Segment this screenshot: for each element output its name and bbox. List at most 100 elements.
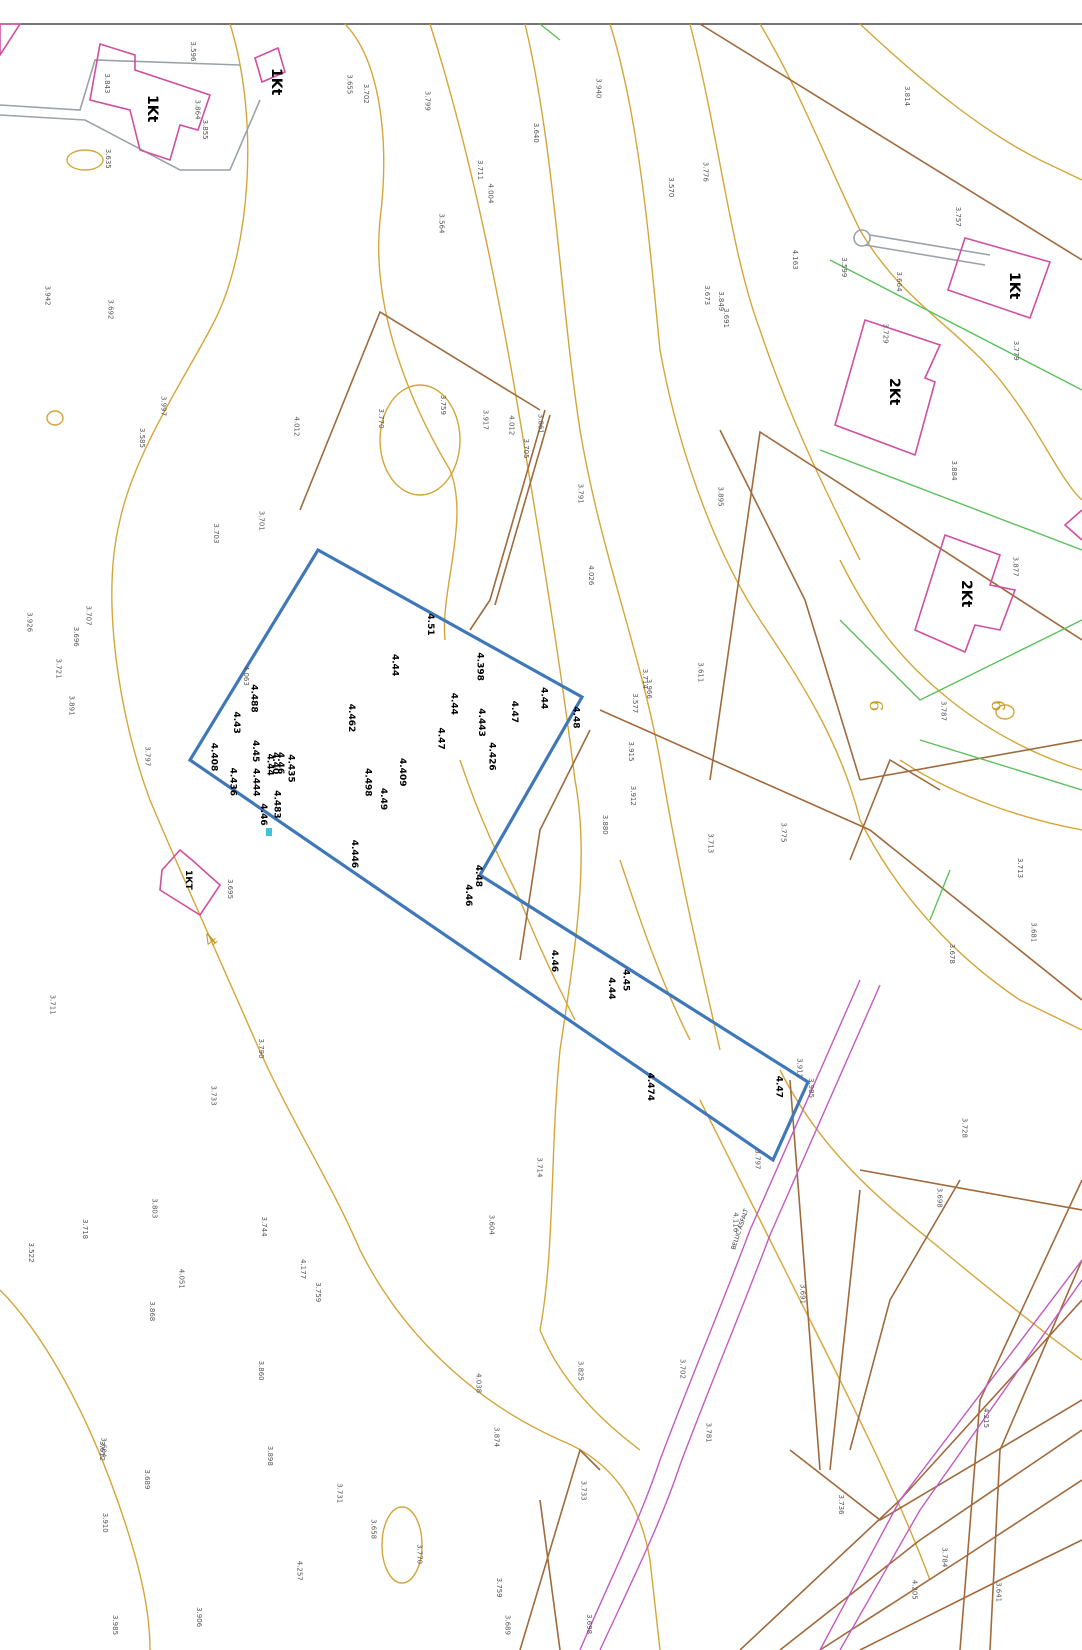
boundary-line (519, 1448, 601, 1650)
spot-height: 3.695 (226, 879, 234, 899)
spot-height: 3.585 (138, 428, 146, 448)
spot-height: 3.898 (266, 1446, 274, 1466)
fence-post (853, 229, 871, 247)
spot-height: 4.45 (621, 969, 631, 991)
green-lines (539, 23, 1082, 921)
contour-line (899, 759, 1082, 831)
spot-height: 4.49 (378, 788, 388, 810)
building-outline (946, 237, 1052, 320)
contour-lines (0, 23, 1082, 1650)
contour-line (859, 819, 1082, 1031)
building-outline (1063, 509, 1082, 541)
contour-line (619, 859, 691, 1041)
boundary-line (789, 1399, 1082, 1521)
spot-height: 4.44 (539, 687, 549, 709)
building-outline (254, 46, 286, 84)
spot-height: 4.44 (390, 654, 400, 676)
spot-height: 3.910 (101, 1513, 109, 1533)
spot-height: 3.825 (577, 1361, 585, 1381)
contour-ring (46, 410, 64, 426)
spot-height: 3.714 (536, 1157, 544, 1178)
boundary-line (719, 429, 861, 781)
contour-line (779, 1069, 1082, 1361)
spot-height: 3.906 (195, 1607, 203, 1628)
boundary-line (539, 1499, 561, 1650)
green-line (929, 869, 951, 921)
spot-height: 3.729 (881, 324, 889, 344)
spot-height: 4.426 (487, 742, 497, 770)
spot-height: 3.691 (799, 1284, 807, 1304)
spot-height: 3.877 (1011, 557, 1019, 577)
spot-height: 4.051 (178, 1269, 186, 1289)
spot-height: 3.691 (722, 308, 730, 328)
spot-height: 4.48 (473, 865, 483, 887)
spot-height: 3.911 (795, 1058, 803, 1078)
contour-label: 6 (865, 700, 886, 711)
spot-height: 3.701 (258, 511, 266, 531)
spot-height: 4.063 (242, 666, 250, 686)
spot-height: 3.713 (1016, 858, 1024, 878)
spot-height: 3.713 (707, 833, 715, 853)
boundary-line (519, 729, 591, 961)
spot-height: 3.776 (702, 162, 710, 183)
green-line (819, 449, 1082, 551)
building-label: 1КТ (183, 870, 193, 891)
spot-height: 3.736 (837, 1495, 845, 1516)
fence-line (864, 244, 986, 266)
spot-height: 4.47 (436, 728, 446, 750)
buildings (0, 23, 1082, 917)
contour-ring (381, 1506, 423, 1584)
spot-height: 4.444 (251, 768, 261, 796)
spot-height: 4.012 (293, 416, 301, 436)
contour-label: 6 (987, 700, 1008, 711)
spot-height: 3.577 (631, 693, 639, 713)
spot-height: 3.611 (696, 662, 704, 682)
road-edge (599, 984, 881, 1650)
spot-height: 4.44 (606, 977, 616, 999)
spot-height: 3.689 (504, 1615, 512, 1635)
boundary-line (599, 709, 1082, 1001)
spot-height: 3.985 (807, 1078, 815, 1098)
spot-height: 3.673 (703, 285, 711, 305)
spot-height: 3.891 (68, 696, 76, 716)
spot-height: 4.43 (231, 712, 241, 734)
boundary-line (469, 409, 546, 631)
spot-height: 3.861 (537, 414, 545, 434)
green-line (919, 739, 1082, 791)
spot-height: 3.787 (939, 701, 947, 721)
spot-height: 3.692 (106, 299, 114, 319)
spot-height: 3.880 (601, 815, 609, 835)
spot-height: 3.775 (780, 822, 788, 842)
spot-height: 3.884 (950, 461, 958, 482)
spot-height: 3.803 (150, 1198, 158, 1218)
spot-height: 4.012 (508, 415, 516, 435)
contour-line (699, 1099, 931, 1581)
boundary-line (494, 414, 551, 606)
parcel-boundary (187, 547, 811, 1163)
spot-height: 3.791 (576, 484, 584, 504)
spot-height: 3.759 (495, 1578, 503, 1598)
spot-height: 4.47 (509, 701, 519, 723)
building-label: 1Kt (268, 68, 284, 96)
spot-height: 4.44 (449, 693, 459, 715)
spot-height: 3.599 (840, 257, 848, 277)
spot-height: 3.702 (679, 1359, 687, 1379)
spot-height: 4.436 (228, 768, 238, 796)
spot-height: 4.488 (249, 684, 259, 712)
spot-height: 3.997 (159, 396, 167, 416)
cadastral-boundaries (299, 23, 1082, 1650)
spot-height: 3.799 (424, 91, 432, 111)
contour-line (859, 23, 1082, 181)
spot-height: 3.604 (488, 1215, 496, 1236)
spot-height: 3.707 (85, 606, 93, 626)
green-line (539, 23, 561, 41)
contour-ring (66, 149, 104, 171)
spot-height: 3.570 (667, 177, 675, 197)
spot-height: 3.721 (55, 659, 63, 679)
spot-height: 4.409 (397, 758, 407, 786)
boundary-line (849, 1179, 961, 1451)
contour-line (459, 759, 576, 1021)
spot-height: 3.966 (645, 679, 653, 700)
spot-height: 3.711 (476, 160, 484, 180)
